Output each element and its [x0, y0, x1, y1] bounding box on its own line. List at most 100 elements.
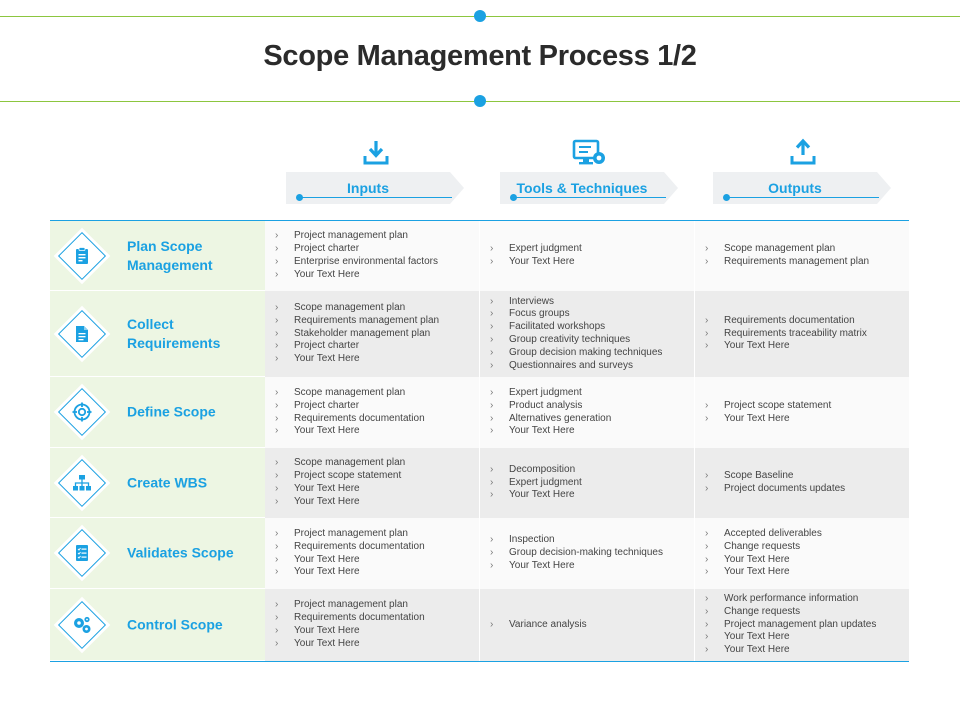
- hierarchy-icon: [73, 474, 91, 490]
- list-item-text: Expert judgment: [509, 386, 582, 398]
- list-item-text: Accepted deliverables: [724, 527, 822, 539]
- tools-cell: ›Variance analysis: [480, 589, 694, 661]
- chevron-right-icon: ›: [490, 412, 494, 424]
- list-item-text: Your Text Here: [509, 425, 575, 437]
- list-item: › Change requests: [705, 606, 909, 619]
- list-item-text: Stakeholder management plan: [294, 327, 431, 339]
- outputs-cell: ›Scope Baseline›Project documents update…: [695, 448, 909, 518]
- list-item-text: Change requests: [724, 605, 801, 617]
- tools-cell: ›Inspection›Group decision-making techni…: [480, 518, 694, 589]
- list-item: ›Requirements documentation: [275, 541, 479, 554]
- chevron-right-icon: ›: [490, 559, 494, 571]
- table-bottom-border: [50, 661, 909, 662]
- chevron-right-icon: ›: [275, 268, 279, 280]
- list-item: ›Questionnaires and surveys: [490, 360, 694, 373]
- chevron-right-icon: ›: [275, 612, 279, 624]
- tools-cell: ›Expert judgment›Product analysis›Altern…: [480, 377, 694, 448]
- chevron-right-icon: ›: [490, 321, 494, 333]
- chevron-right-icon: ›: [490, 386, 494, 398]
- list-item-text: Group creativity techniques: [509, 334, 631, 345]
- chevron-right-icon: ›: [490, 463, 494, 475]
- list-item-text: Interviews: [509, 295, 555, 307]
- chevron-right-icon: ›: [275, 566, 279, 578]
- list-item-text: Questionnaires and surveys: [509, 359, 633, 371]
- process-step-label-cell: Create WBS: [50, 448, 265, 518]
- process-step-label-cell: Collect Requirements: [50, 291, 265, 377]
- process-step-label-cell: Plan Scope Management: [50, 221, 265, 291]
- table-top-border: [50, 220, 909, 221]
- list-item: ›Your Text Here: [705, 631, 909, 644]
- list-item-text: Change requests: [724, 540, 801, 552]
- upload-icon: [790, 138, 816, 165]
- chevron-right-icon: ›: [275, 553, 279, 565]
- list-item: ›Stakeholder management plan: [275, 328, 479, 341]
- chevron-right-icon: ›: [705, 553, 709, 565]
- list-item-text: Scope management plan: [294, 386, 406, 398]
- page-title: Scope Management Process 1/2: [263, 40, 697, 72]
- list-item: ›Project charter: [275, 400, 479, 413]
- table-row: Collect Requirements›Scope management pl…: [50, 291, 909, 377]
- inputs-cell: › Project management plan ›Requirements do…: [265, 518, 479, 589]
- list-item-text: Focus groups: [509, 308, 570, 320]
- list-item-text: Project charter: [294, 243, 360, 255]
- list-item-text: Your Text Here: [294, 637, 360, 649]
- chevron-right-icon: ›: [490, 534, 494, 546]
- column-header-inputs: Inputs: [286, 138, 464, 206]
- chevron-right-icon: ›: [490, 476, 494, 488]
- list-item: ›Work performance information: [705, 593, 909, 606]
- chevron-right-icon: ›: [275, 256, 279, 267]
- list-item: ›Project scope statement: [275, 470, 479, 483]
- list-item: ›Project documents updates: [705, 483, 909, 496]
- inputs-cell: ›Project management plan›Project charter…: [265, 221, 479, 291]
- list-item: ›Your Text Here: [275, 625, 479, 638]
- column-label: Outputs: [768, 180, 822, 196]
- monitor-gear-icon: [572, 139, 605, 165]
- chevron-right-icon: ›: [705, 412, 709, 424]
- checklist-icon: [76, 545, 88, 561]
- list-item: ›Variance analysis: [490, 619, 694, 632]
- list-item-text: Your Text Here: [724, 553, 790, 565]
- chevron-right-icon: ›: [490, 334, 494, 345]
- chevron-right-icon: ›: [490, 243, 494, 255]
- chevron-right-icon: ›: [490, 425, 494, 437]
- list-item-text: Your Text Here: [509, 559, 575, 571]
- list-item-text: Your Text Here: [509, 489, 575, 501]
- tools-cell: ›Decomposition›Expert judgment›Your Text…: [480, 448, 694, 518]
- list-item-text: Project management plan: [294, 527, 408, 539]
- list-item-text: Group decision-making techniques: [509, 547, 663, 559]
- tools-cell: ›Interviews›Focus groups›Facilitated wor…: [480, 291, 694, 377]
- table-row: Plan Scope Management›Project management…: [50, 221, 909, 291]
- process-step-name: Create WBS: [127, 474, 208, 490]
- download-icon: [363, 141, 389, 165]
- list-item-text: Your Text Here: [724, 644, 790, 656]
- list-item-text: Requirements traceability matrix: [724, 327, 867, 339]
- list-item-text: Project management plan updates: [724, 618, 877, 630]
- list-item-text: Expert judgment: [509, 476, 582, 488]
- list-item: ›Scope management plan: [275, 387, 479, 400]
- chevron-right-icon: ›: [705, 593, 709, 604]
- list-item: ›Project management plan updates: [705, 619, 909, 632]
- step-icon-badge: [50, 528, 114, 578]
- chevron-right-icon: ›: [705, 605, 709, 617]
- chevron-right-icon: ›: [275, 340, 279, 352]
- list-item: ›Scope Baseline: [705, 470, 909, 483]
- list-item: ›Accepted deliverables: [705, 528, 909, 541]
- list-item: ›Enterprise environmental factors: [275, 256, 479, 269]
- chevron-right-icon: ›: [705, 631, 709, 643]
- step-icon-badge: [50, 600, 114, 649]
- list-item: ›Your Text Here: [705, 413, 909, 426]
- process-step-name: Define Scope: [127, 403, 216, 420]
- list-item: ›Project scope statement: [705, 400, 909, 413]
- chevron-right-icon: ›: [275, 425, 279, 437]
- column-tag: Inputs: [286, 172, 464, 204]
- document-icon: [76, 325, 88, 342]
- column-tag: Outputs: [713, 172, 891, 204]
- list-item: ›Project management plan: [275, 599, 479, 612]
- list-item-text: Decomposition: [509, 463, 576, 475]
- outputs-cell: ›Requirements documentation›Requirements…: [695, 291, 909, 377]
- list-item: ›Scope management plan: [705, 243, 909, 256]
- list-item-text: Scope management plan: [294, 457, 406, 469]
- outputs-cell: ›Accepted deliverables›Change requests›Y…: [695, 518, 909, 589]
- list-item-text: Project charter: [294, 399, 360, 411]
- list-item: › Expert judgment: [490, 477, 694, 490]
